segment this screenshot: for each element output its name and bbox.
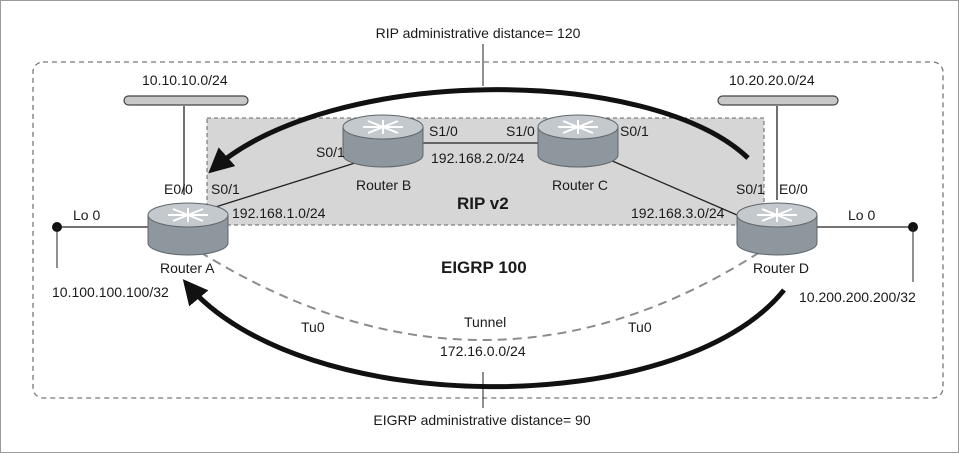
router-c-s01-label: S0/1 — [620, 123, 649, 139]
lan-d-segment — [717, 95, 839, 200]
router-a-icon — [147, 202, 229, 256]
ethernet-segment-icon — [123, 95, 249, 106]
router-a-lo-label: Lo 0 — [73, 207, 100, 223]
router-c-icon — [537, 114, 619, 168]
rip-route-arrow — [208, 87, 750, 174]
loopback-d — [812, 222, 918, 282]
router-c-name: Router C — [552, 177, 608, 193]
eigrp-region-label: EIGRP 100 — [441, 258, 527, 277]
router-d-e00-label: E0/0 — [779, 181, 808, 197]
router-b-s10-label: S1/0 — [429, 123, 458, 139]
rip-region — [206, 117, 765, 226]
eigrp-route-arrow — [182, 279, 786, 390]
router-d-icon — [736, 202, 818, 256]
router-a-tu0-label: Tu0 — [301, 319, 325, 335]
router-d-name: Router D — [753, 260, 809, 276]
eigrp-region — [32, 61, 944, 399]
tunnel-path — [199, 251, 761, 341]
router-b-icon — [342, 114, 424, 168]
router-c-s10-label: S1/0 — [506, 123, 535, 139]
link-ab-network: 192.168.1.0/24 — [232, 205, 326, 221]
router-b-s01-label: S0/1 — [316, 144, 345, 160]
link-c-d — [609, 159, 761, 226]
rip-region-label: RIP v2 — [457, 194, 509, 213]
router-d-lo-label: Lo 0 — [848, 207, 875, 223]
rip-distance-label: RIP administrative distance= 120 — [376, 25, 581, 41]
router-a-e00-label: E0/0 — [164, 181, 193, 197]
router-d-tu0-label: Tu0 — [628, 319, 652, 335]
lan-d-network: 10.20.20.0/24 — [729, 72, 815, 88]
lan-a-network: 10.10.10.0/24 — [142, 72, 228, 88]
router-b-name: Router B — [356, 177, 411, 193]
tunnel-network: 172.16.0.0/24 — [440, 343, 526, 359]
loop-d-network: 10.200.200.200/32 — [799, 289, 916, 305]
router-d-s01-label: S0/1 — [736, 181, 765, 197]
lan-a-segment — [123, 95, 249, 195]
loopback-a — [52, 222, 150, 268]
link-bc-network: 192.168.2.0/24 — [431, 150, 525, 166]
link-cd-network: 192.168.3.0/24 — [631, 205, 725, 221]
ethernet-segment-icon — [717, 95, 839, 106]
router-a-s01-label: S0/1 — [211, 181, 240, 197]
eigrp-distance-label: EIGRP administrative distance= 90 — [373, 412, 590, 428]
loop-a-network: 10.100.100.100/32 — [52, 284, 169, 300]
router-a-name: Router A — [160, 260, 215, 276]
link-a-b — [189, 162, 356, 216]
tunnel-name: Tunnel — [464, 314, 506, 330]
